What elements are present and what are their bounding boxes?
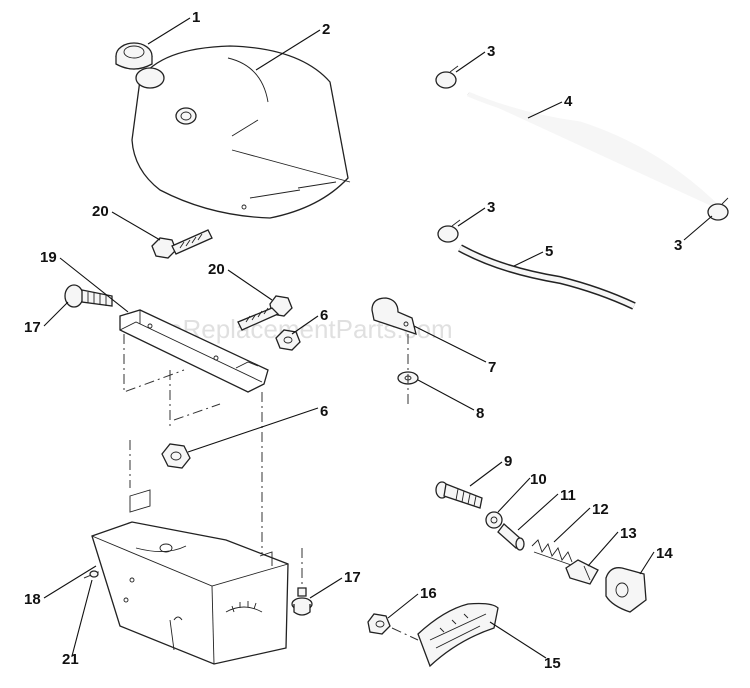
callout-3: 3 xyxy=(674,237,682,254)
callout-6: 6 xyxy=(320,403,328,420)
callout-20: 20 xyxy=(208,261,225,278)
fuel-tank xyxy=(131,45,351,219)
assembly-line xyxy=(123,334,185,393)
hose-clamp xyxy=(437,219,461,243)
callout-17: 17 xyxy=(24,319,41,336)
mounting-bracket xyxy=(119,309,269,393)
lock-nut xyxy=(367,613,391,635)
callout-10: 10 xyxy=(530,471,547,488)
bracket-bolt xyxy=(237,295,293,331)
callout-7: 7 xyxy=(488,359,496,376)
hex-nut xyxy=(275,329,301,351)
tank-bolt xyxy=(151,229,213,259)
panel-screw xyxy=(89,570,99,578)
callout-3: 3 xyxy=(487,199,495,216)
callout-14: 14 xyxy=(656,545,673,562)
callout-16: 16 xyxy=(420,585,437,602)
carriage-bolt xyxy=(291,587,313,616)
callout-15: 15 xyxy=(544,655,561,672)
callout-19: 19 xyxy=(40,249,57,266)
carriage-bolt xyxy=(64,284,113,308)
callout-20: 20 xyxy=(92,203,109,220)
leader-lines xyxy=(43,17,713,659)
fuel-hose-upper xyxy=(467,91,722,212)
spacer-washer xyxy=(485,511,503,529)
callout-6: 6 xyxy=(320,307,328,324)
hose-clip xyxy=(371,297,417,335)
callout-8: 8 xyxy=(476,405,484,422)
callout-5: 5 xyxy=(545,243,553,260)
hex-nut xyxy=(161,443,191,469)
callout-2: 2 xyxy=(322,21,330,38)
callout-1: 1 xyxy=(192,9,200,26)
callout-17: 17 xyxy=(344,569,361,586)
shoulder-bolt xyxy=(435,481,483,509)
throttle-knob xyxy=(605,567,647,613)
callout-21: 21 xyxy=(62,651,79,668)
friction-block xyxy=(565,559,599,585)
callout-11: 11 xyxy=(560,487,576,504)
callout-18: 18 xyxy=(24,591,41,608)
assembly-line xyxy=(391,627,419,641)
hose-clamp xyxy=(435,65,459,89)
callout-4: 4 xyxy=(564,93,573,110)
callout-9: 9 xyxy=(504,453,512,470)
assembly-line xyxy=(173,403,221,421)
throttle-plate xyxy=(417,602,499,668)
spacer-bushing xyxy=(497,523,525,551)
callout-3: 3 xyxy=(487,43,495,60)
fuel-cap xyxy=(115,42,153,70)
compression-spring xyxy=(531,539,575,567)
hose-clamp xyxy=(707,197,729,221)
dash-panel xyxy=(91,489,289,665)
callout-12: 12 xyxy=(592,501,609,518)
callout-13: 13 xyxy=(620,525,637,542)
fuel-hose-lower xyxy=(458,244,636,310)
